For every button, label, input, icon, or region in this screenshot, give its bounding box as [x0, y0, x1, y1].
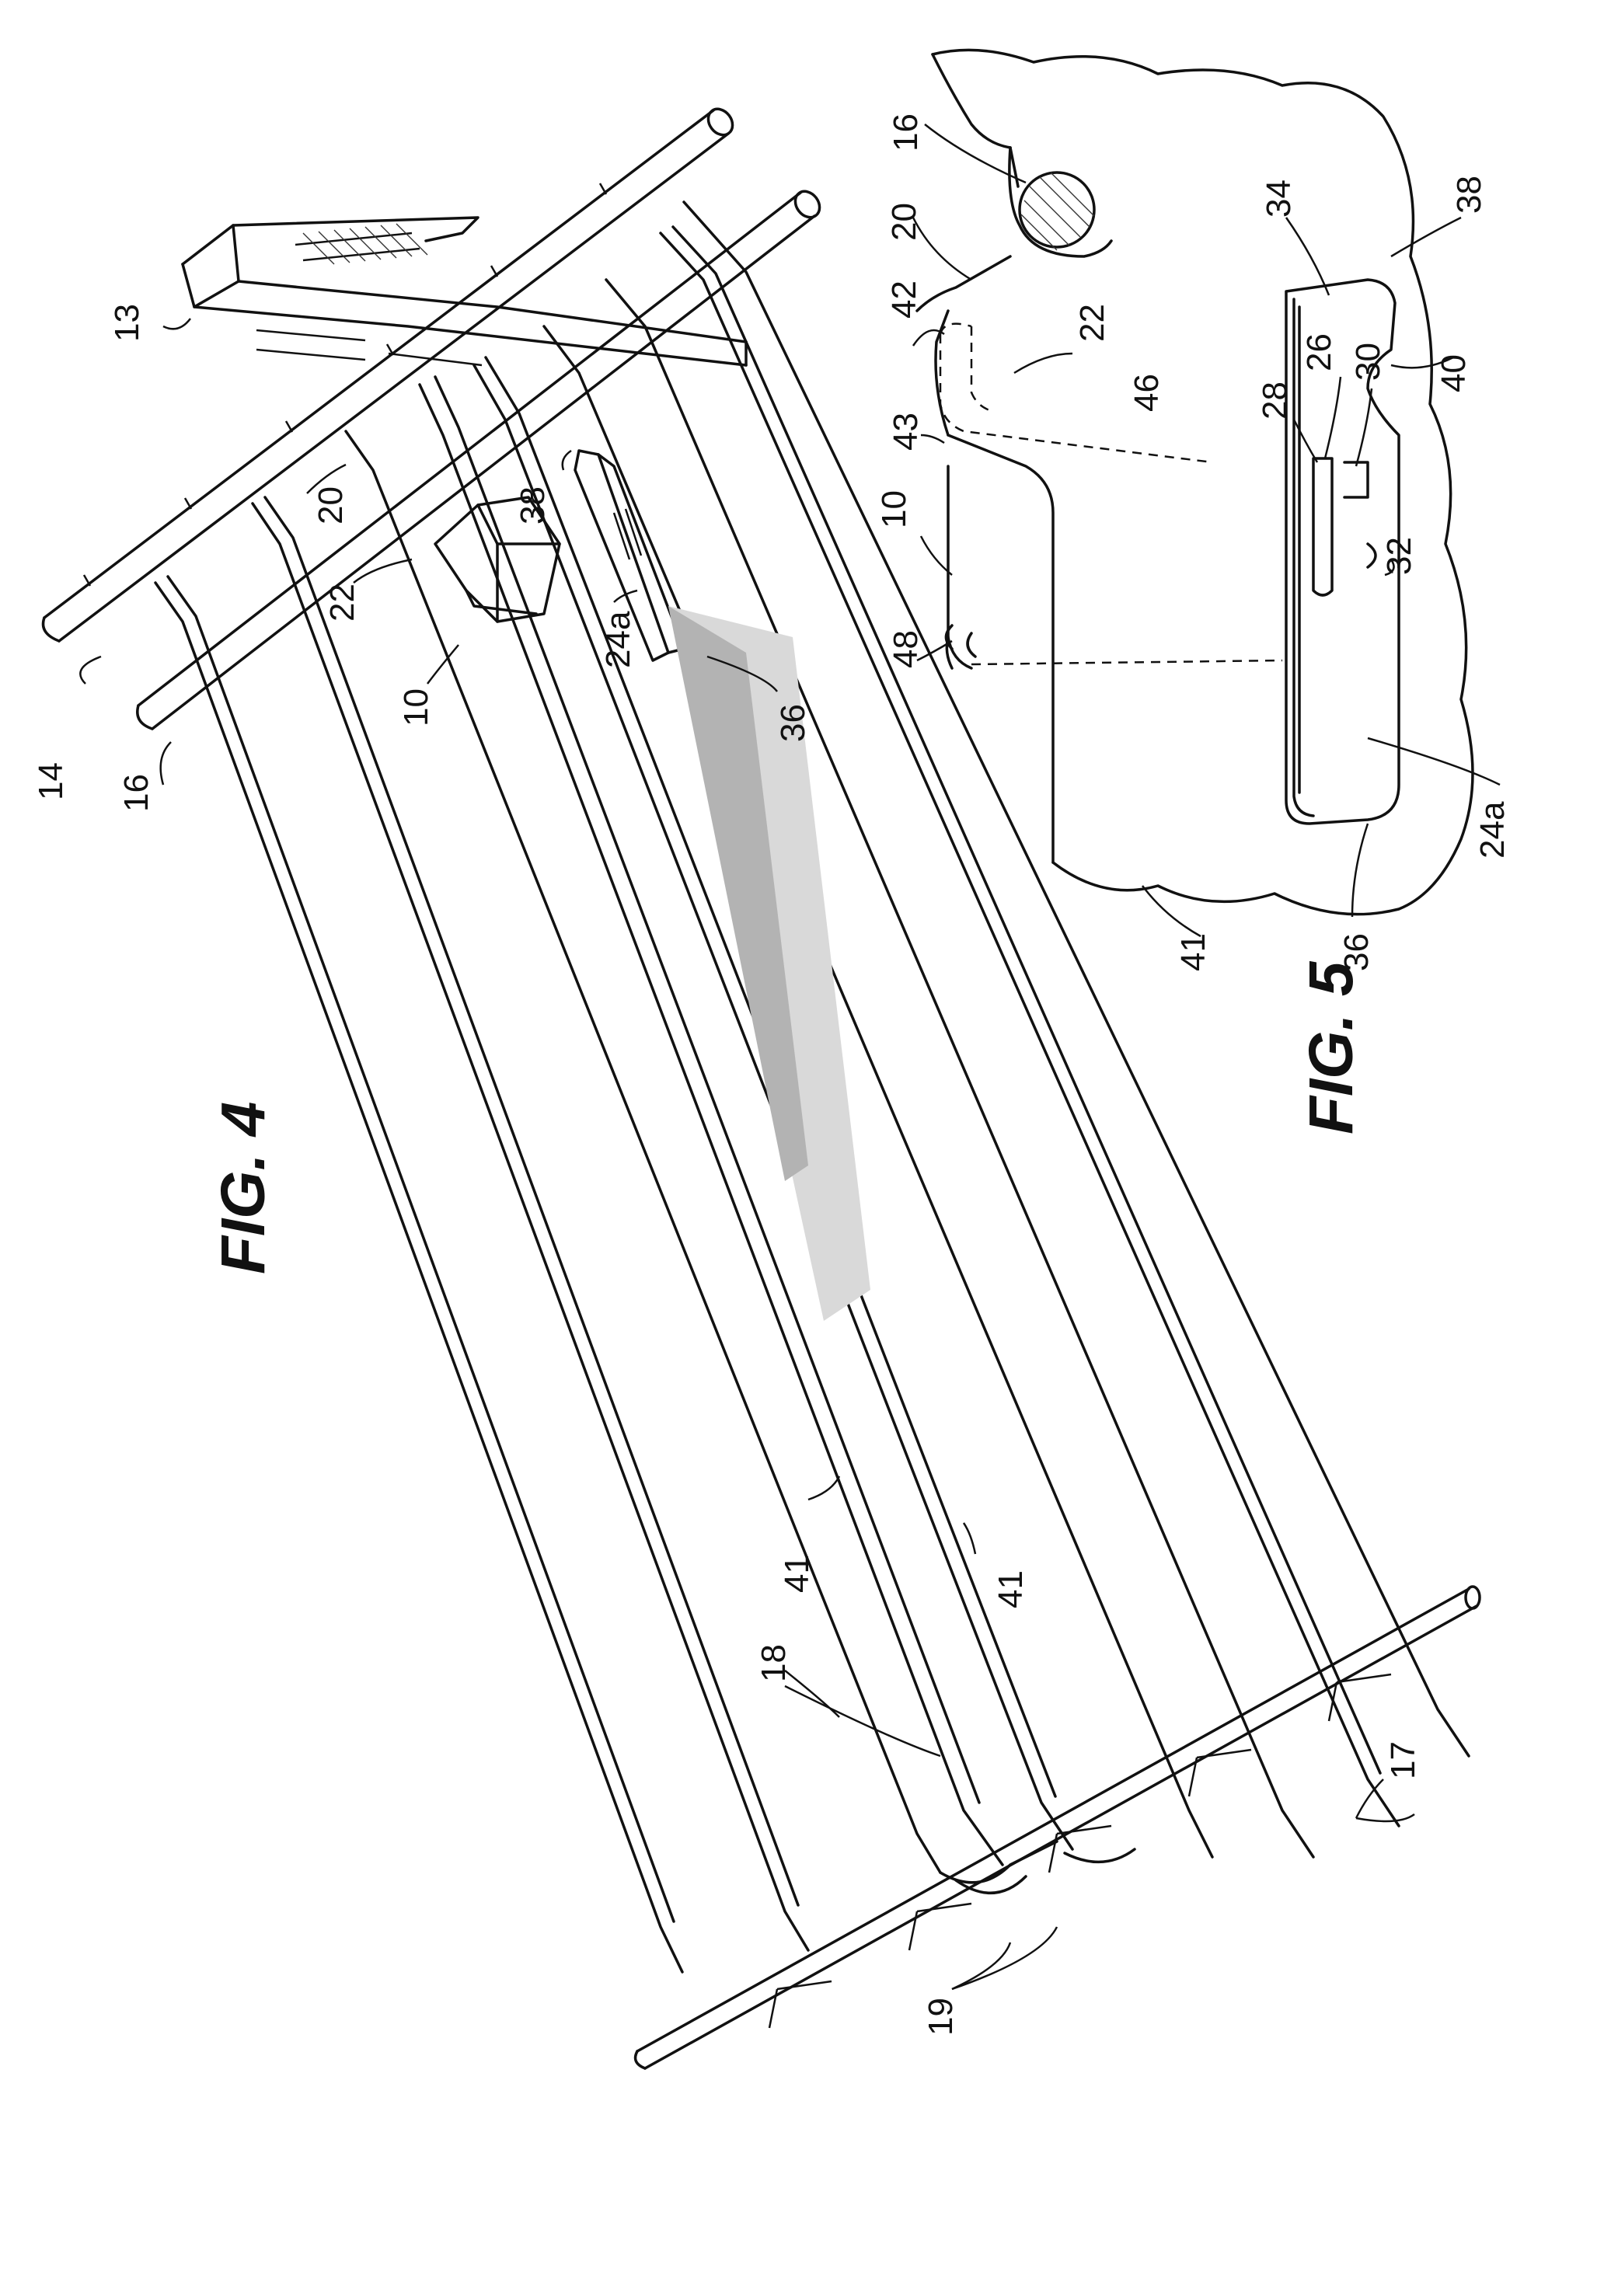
- shelf-outline-41: [933, 50, 1473, 914]
- pusher-body-10: [917, 148, 1018, 668]
- rod-16-section: [1010, 148, 1111, 256]
- cross-rod-14: [44, 104, 738, 641]
- square-post-13: [183, 218, 746, 365]
- label-16: 16: [117, 774, 155, 812]
- label-13: 13: [108, 304, 146, 342]
- label-28: 28: [1256, 382, 1294, 420]
- label-36: 36: [774, 704, 812, 742]
- label-19: 19: [922, 1998, 960, 2036]
- label-41-lower: 41: [992, 1570, 1030, 1608]
- label-42: 42: [885, 280, 923, 319]
- label-20: 20: [885, 203, 923, 241]
- label-46: 46: [1128, 374, 1166, 412]
- label-22: 22: [1073, 304, 1111, 342]
- label-24a: 24a: [599, 611, 637, 668]
- label-43: 43: [887, 413, 925, 451]
- label-38: 38: [514, 486, 552, 524]
- label-22: 22: [323, 584, 361, 622]
- fig-5-drawing: FIG. 5 16 20 42 22 46 43 10 48 28 26 30 …: [875, 50, 1512, 1134]
- fig-4-title: FIG. 4: [208, 1102, 277, 1274]
- label-16: 16: [887, 113, 925, 152]
- label-14: 14: [32, 762, 70, 800]
- label-40: 40: [1435, 354, 1473, 392]
- label-41-upper: 41: [778, 1555, 816, 1593]
- label-26: 26: [1300, 333, 1338, 371]
- label-41: 41: [1174, 933, 1212, 971]
- label-36: 36: [1337, 933, 1376, 971]
- spring-band: [668, 606, 870, 1321]
- label-48: 48: [887, 630, 925, 668]
- rod-pegs: [84, 183, 606, 586]
- label-18: 18: [755, 1644, 793, 1682]
- fig-5-title: FIG. 5: [1296, 960, 1365, 1134]
- label-20: 20: [312, 486, 350, 524]
- tab-22-hidden: [940, 324, 1282, 664]
- label-10: 10: [397, 688, 435, 726]
- label-32: 32: [1380, 537, 1418, 575]
- label-24a: 24a: [1473, 801, 1512, 859]
- fig-4-leaders: [80, 319, 1414, 1989]
- label-38: 38: [1450, 176, 1488, 214]
- label-30: 30: [1349, 343, 1387, 381]
- label-34: 34: [1260, 179, 1298, 218]
- label-17: 17: [1384, 1741, 1422, 1779]
- label-10: 10: [875, 490, 913, 528]
